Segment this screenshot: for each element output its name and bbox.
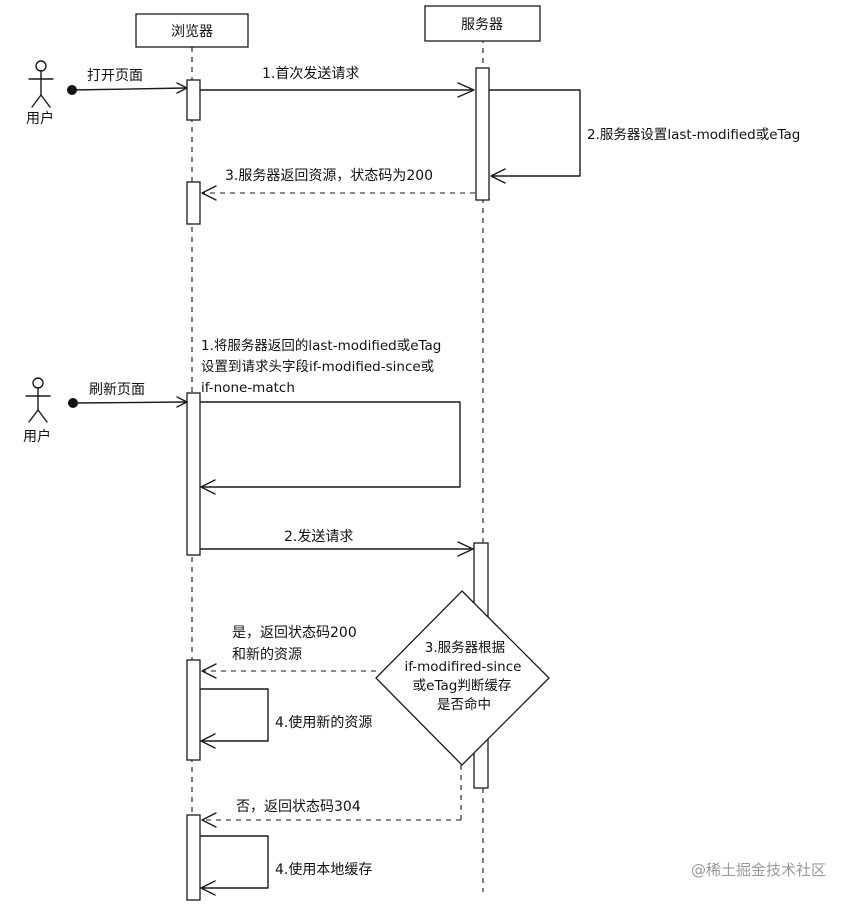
- server-set-header-loop: 2.服务器设置last-modified或eTag: [489, 89, 800, 184]
- browser-label: 浏览器: [171, 24, 213, 40]
- browser-activation-3: [186, 392, 201, 556]
- use-new-resource-label: 4.使用新的资源: [275, 714, 372, 731]
- arrowhead-icon: [201, 663, 217, 679]
- arrowhead-icon: [200, 880, 216, 896]
- use-local-cache-label: 4.使用本地缓存: [275, 861, 372, 878]
- return-resource-label: 3.服务器返回资源，状态码为200: [225, 168, 433, 184]
- server-activation-1: [475, 67, 490, 201]
- decision-line-4: 是否命中: [437, 696, 491, 713]
- server-box: [424, 5, 541, 42]
- browser-activation-4: [186, 659, 201, 761]
- arrowhead-icon: [457, 541, 474, 557]
- decision-line-3: 或eTag判断缓存: [413, 678, 512, 694]
- watermark: @稀土掘金技术社区: [691, 861, 826, 879]
- arrowhead-icon: [176, 82, 188, 94]
- refresh-page-message: 刷新页面: [68, 382, 188, 408]
- server-set-header-label: 2.服务器设置last-modified或eTag: [587, 127, 800, 143]
- cache-hit-decision: 3.服务器根据 if-modifired-since 或eTag判断缓存 是否命…: [375, 590, 550, 766]
- decision-diamond: [375, 590, 550, 766]
- yes-return-200-message: 是，返回状态码200 和新的资源: [201, 625, 376, 679]
- open-page-message: 打开页面: [67, 67, 188, 95]
- browser-activation-5: [186, 814, 201, 901]
- decision-line-2: if-modifired-since: [405, 659, 522, 675]
- no-return-304-message: 否，返回状态码304: [201, 765, 462, 828]
- arrowhead-icon: [490, 168, 506, 184]
- set-header-line-2: 设置到请求头字段if-modified-since或: [201, 359, 434, 375]
- open-page-label: 打开页面: [87, 67, 143, 84]
- first-request-label: 1.首次发送请求: [262, 66, 359, 82]
- server-label: 服务器: [461, 17, 503, 33]
- stick-figure-icon: [25, 377, 51, 423]
- use-new-resource-loop: 4.使用新的资源: [200, 688, 372, 749]
- send-request-message: 2.发送请求: [200, 529, 474, 557]
- browser-activation-1: [186, 79, 201, 121]
- yes-label-line-1: 是，返回状态码200: [232, 625, 357, 641]
- send-request-label: 2.发送请求: [284, 529, 353, 545]
- arrowhead-icon: [201, 185, 217, 201]
- no-label: 否，返回状态码304: [236, 799, 361, 815]
- stick-figure-icon: [28, 60, 54, 108]
- browser-activation-2: [186, 181, 201, 225]
- decision-line-1: 3.服务器根据: [425, 640, 505, 656]
- participant-server: 服务器: [424, 5, 541, 42]
- arrowhead-icon: [200, 733, 216, 749]
- arrowhead-icon: [201, 812, 217, 828]
- actor-user-bottom: 用户: [23, 377, 51, 445]
- first-request-message: 1.首次发送请求: [199, 66, 475, 98]
- participant-browser: 浏览器: [135, 13, 249, 48]
- user-label-bottom: 用户: [23, 428, 51, 445]
- browser-box: [135, 13, 249, 48]
- arrowhead-icon: [176, 396, 188, 408]
- user-label-top: 用户: [26, 110, 54, 127]
- use-local-cache-loop: 4.使用本地缓存: [200, 835, 372, 896]
- yes-label-line-2: 和新的资源: [232, 647, 302, 663]
- arrowhead-icon: [200, 479, 216, 495]
- browser-set-header-loop: [200, 401, 461, 495]
- set-header-line-3: if-none-match: [201, 380, 295, 396]
- return-resource-message: 3.服务器返回资源，状态码为200: [201, 168, 475, 201]
- set-request-header-note: 1.将服务器返回的last-modified或eTag 设置到请求头字段if-m…: [201, 338, 441, 396]
- refresh-page-label: 刷新页面: [89, 382, 145, 398]
- actor-user-top: 用户: [26, 60, 54, 127]
- set-header-line-1: 1.将服务器返回的last-modified或eTag: [201, 338, 441, 354]
- arrowhead-icon: [457, 82, 475, 98]
